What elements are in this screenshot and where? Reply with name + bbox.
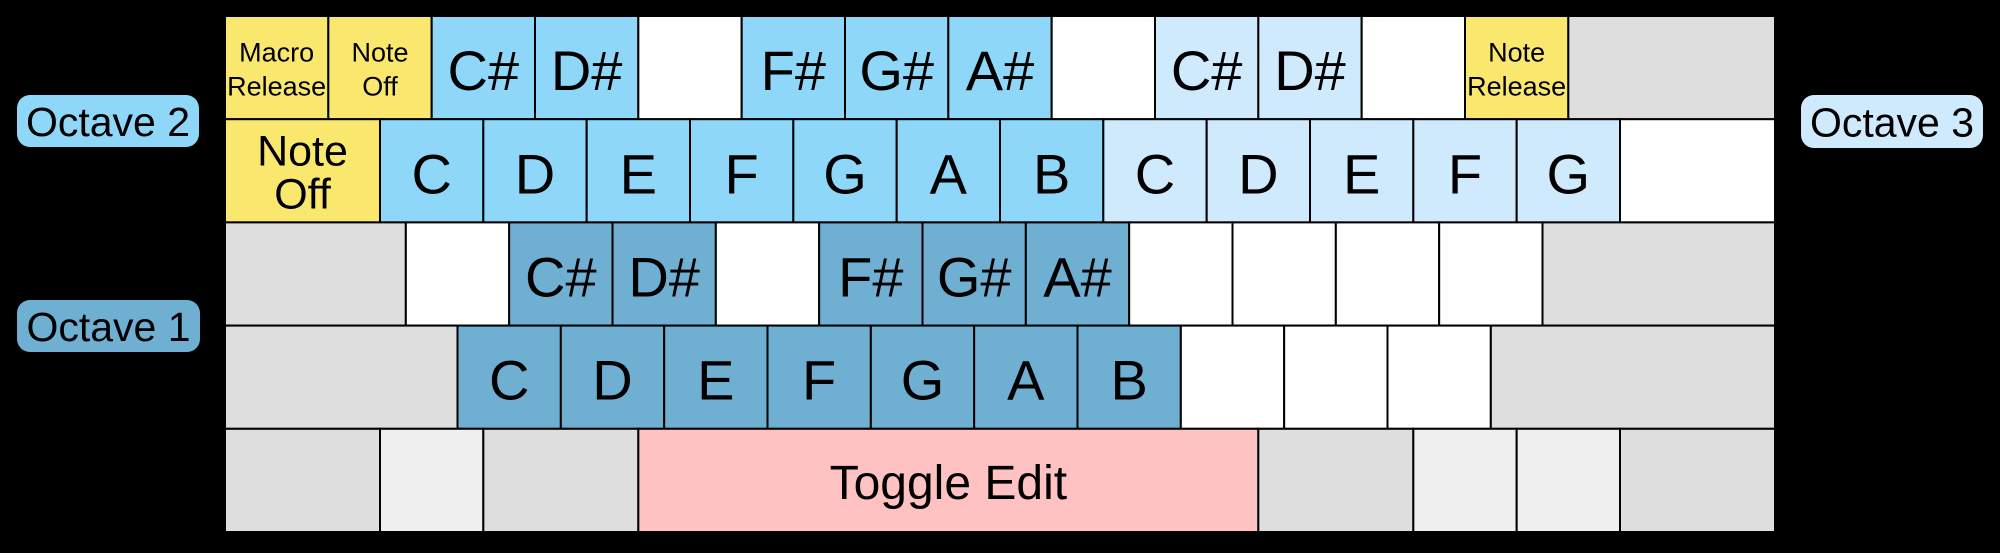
svg-text:B: B bbox=[1110, 349, 1147, 412]
svg-text:A: A bbox=[1007, 349, 1045, 412]
svg-text:Note: Note bbox=[257, 127, 348, 175]
svg-text:Toggle Edit: Toggle Edit bbox=[830, 457, 1068, 510]
svg-text:Off: Off bbox=[274, 170, 332, 218]
svg-text:C#: C# bbox=[1171, 39, 1243, 102]
svg-text:C#: C# bbox=[448, 39, 520, 102]
svg-text:E: E bbox=[620, 142, 657, 205]
svg-text:D: D bbox=[592, 349, 632, 412]
svg-text:F: F bbox=[802, 349, 836, 412]
svg-text:G#: G# bbox=[859, 39, 934, 102]
svg-text:C: C bbox=[411, 142, 451, 205]
svg-text:Off: Off bbox=[362, 72, 398, 102]
svg-text:D#: D# bbox=[628, 246, 700, 309]
svg-text:Release: Release bbox=[1467, 72, 1566, 102]
svg-text:Note: Note bbox=[1488, 38, 1545, 68]
svg-text:D: D bbox=[1238, 142, 1278, 205]
svg-text:Note: Note bbox=[351, 38, 408, 68]
svg-text:B: B bbox=[1033, 142, 1070, 205]
svg-text:E: E bbox=[1343, 142, 1380, 205]
svg-text:Octave 1: Octave 1 bbox=[26, 304, 190, 350]
svg-text:F: F bbox=[1448, 142, 1482, 205]
svg-text:Release: Release bbox=[227, 72, 326, 102]
svg-text:D#: D# bbox=[551, 39, 623, 102]
svg-text:G: G bbox=[901, 349, 945, 412]
svg-text:C#: C# bbox=[525, 246, 597, 309]
svg-text:G: G bbox=[1547, 142, 1591, 205]
svg-text:F#: F# bbox=[838, 246, 903, 309]
svg-text:Macro: Macro bbox=[239, 38, 314, 68]
svg-text:F#: F# bbox=[761, 39, 826, 102]
svg-text:D: D bbox=[515, 142, 555, 205]
svg-text:G#: G# bbox=[937, 246, 1012, 309]
svg-text:A: A bbox=[930, 142, 968, 205]
svg-text:Octave 3: Octave 3 bbox=[1810, 100, 1974, 146]
svg-text:G: G bbox=[823, 142, 867, 205]
svg-text:Octave 2: Octave 2 bbox=[26, 99, 190, 145]
svg-text:F: F bbox=[725, 142, 759, 205]
svg-text:C: C bbox=[489, 349, 529, 412]
svg-text:A#: A# bbox=[966, 39, 1035, 102]
svg-text:A#: A# bbox=[1043, 246, 1112, 309]
svg-text:C: C bbox=[1135, 142, 1175, 205]
svg-text:D#: D# bbox=[1274, 39, 1346, 102]
svg-text:E: E bbox=[697, 349, 734, 412]
